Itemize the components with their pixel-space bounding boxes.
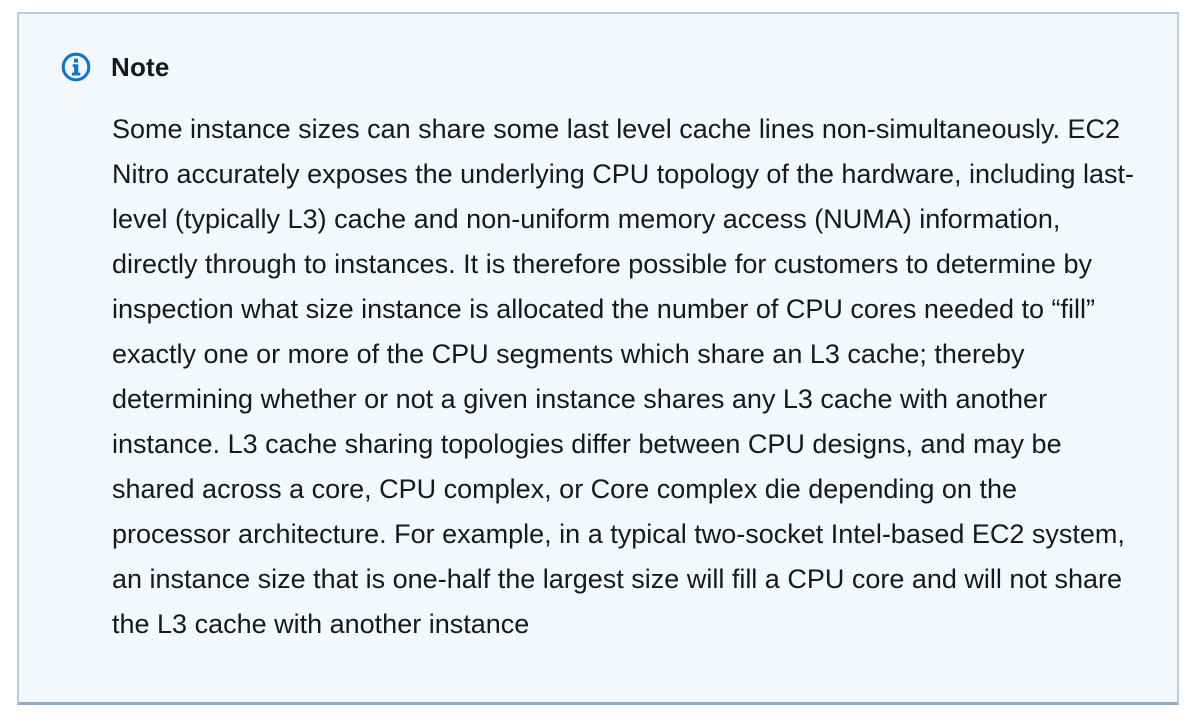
info-icon [60, 51, 92, 83]
note-callout: Note Some instance sizes can share some … [17, 12, 1179, 705]
note-header: Note [60, 51, 1137, 83]
note-body-text: Some instance sizes can share some last … [112, 114, 1135, 639]
note-title: Note [111, 51, 170, 82]
